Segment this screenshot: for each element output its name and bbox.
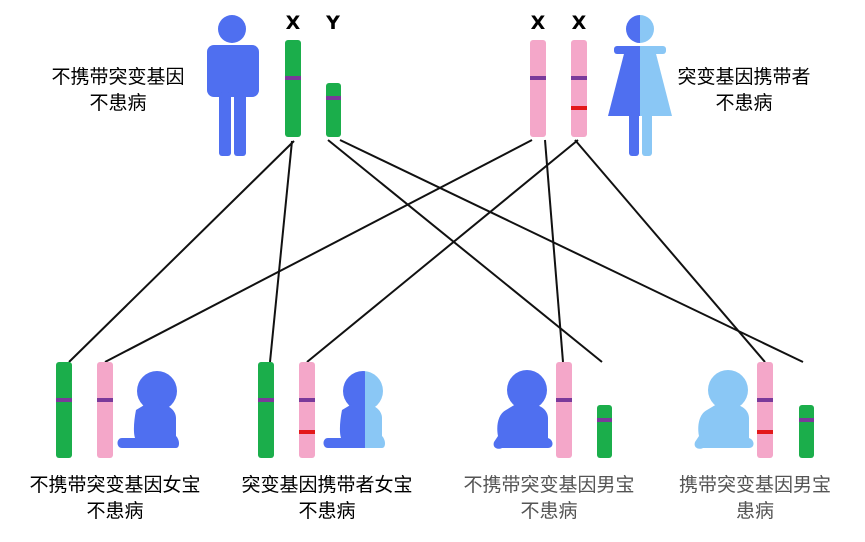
line-mother-x2-to-daughter2 bbox=[306, 139, 579, 363]
mother-x1-chromosome bbox=[530, 40, 546, 137]
line-father-y-to-son2 bbox=[339, 139, 804, 363]
father-label-line1: 不携带突变基因 bbox=[51, 66, 185, 88]
mother-x1-letter: X bbox=[530, 12, 546, 34]
father-y-chromosome bbox=[326, 83, 341, 137]
line-father-y-to-son1 bbox=[327, 139, 603, 363]
child2-label-line1: 突变基因携带者女宝 bbox=[241, 474, 413, 496]
baby-boy-affected-icon bbox=[694, 370, 754, 449]
mother-label: 突变基因携带者 不患病 bbox=[664, 64, 824, 116]
father-y-letter: Y bbox=[326, 12, 340, 34]
mother-label-line1: 突变基因携带者 bbox=[677, 66, 811, 88]
child3-label-line1: 不携带突变基因男宝 bbox=[463, 474, 635, 496]
line-mother-x2-to-son2 bbox=[574, 139, 766, 363]
child1-label-line1: 不携带突变基因女宝 bbox=[29, 474, 201, 496]
child3-chromosomes bbox=[556, 362, 612, 458]
mother-label-line2: 不患病 bbox=[715, 92, 773, 114]
mother-x2-chromosome bbox=[571, 40, 587, 137]
child2-chromosomes bbox=[258, 362, 315, 458]
line-father-x-to-daughter2 bbox=[269, 140, 293, 363]
baby-girl-icon bbox=[117, 371, 179, 448]
father-label-line2: 不患病 bbox=[89, 92, 147, 114]
child3-label: 不携带突变基因男宝 不患病 bbox=[444, 472, 654, 524]
child1-chromosomes bbox=[56, 362, 113, 458]
woman-icon bbox=[608, 15, 672, 156]
child1-label-line2: 不患病 bbox=[86, 500, 144, 522]
inheritance-lines bbox=[68, 139, 804, 363]
mother-x2-letter: X bbox=[571, 12, 587, 34]
child4-label-line1: 携带突变基因男宝 bbox=[678, 474, 831, 496]
child4-chromosomes bbox=[757, 362, 814, 458]
father-label: 不携带突变基因 不患病 bbox=[38, 64, 198, 116]
line-mother-x1-to-daughter1 bbox=[104, 139, 533, 363]
father-x-letter: X bbox=[285, 12, 301, 34]
father-x-chromosome bbox=[285, 40, 301, 137]
child2-label: 突变基因携带者女宝 不患病 bbox=[222, 472, 432, 524]
child4-label: 携带突变基因男宝 患病 bbox=[655, 472, 855, 524]
baby-girl-carrier-icon bbox=[323, 371, 385, 448]
baby-boy-icon bbox=[493, 370, 553, 449]
line-father-x-to-daughter1 bbox=[68, 140, 295, 363]
child2-label-line2: 不患病 bbox=[298, 500, 356, 522]
line-mother-x1-to-son1 bbox=[544, 139, 564, 363]
man-icon bbox=[207, 15, 259, 156]
child1-label: 不携带突变基因女宝 不患病 bbox=[10, 472, 220, 524]
child4-label-line2: 患病 bbox=[735, 500, 774, 522]
child3-label-line2: 不患病 bbox=[520, 500, 578, 522]
